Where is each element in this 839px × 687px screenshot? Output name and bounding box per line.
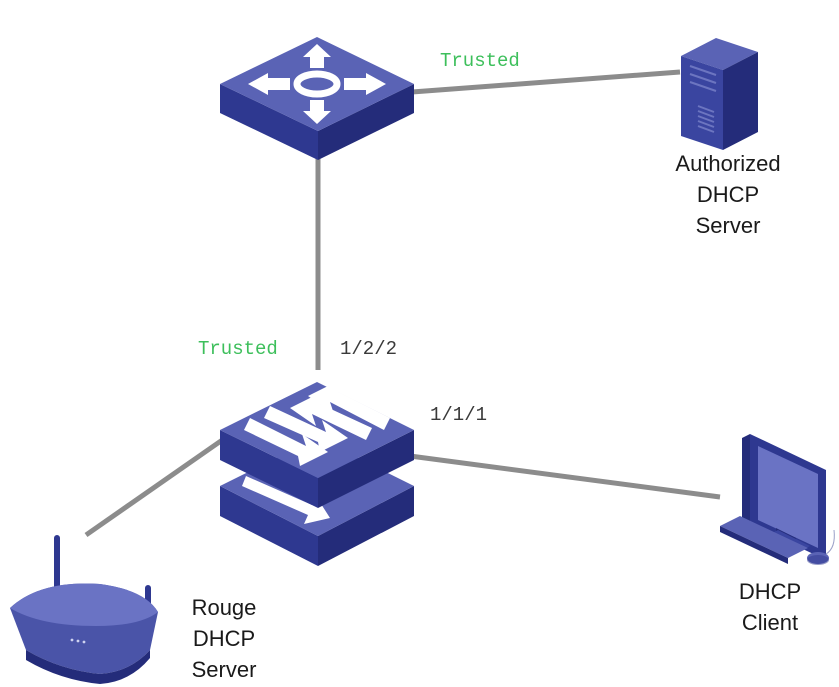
monitor-screen — [758, 446, 818, 548]
rogue-dhcp-server-label: Rouge DHCP Server — [170, 592, 278, 685]
router-left-side — [220, 84, 318, 160]
label-line: Rouge — [191, 595, 257, 620]
monitor-side — [742, 434, 750, 528]
dhcp-client-label: DHCP Client — [720, 576, 820, 638]
trusted-label-router-switch: Trusted — [198, 338, 278, 360]
link-switch-rogue-server — [84, 433, 230, 538]
switch-upper-left — [220, 430, 318, 508]
switch-lower-left — [220, 486, 318, 566]
router-arrows — [248, 44, 386, 124]
switch-upper-right — [318, 430, 414, 508]
label-line: DHCP — [192, 626, 256, 651]
switch-arrows — [244, 382, 390, 466]
port-label-1-1-1: 1/1/1 — [430, 404, 488, 426]
label-line: Server — [695, 213, 761, 238]
desktop-computer-icon — [720, 434, 835, 565]
router-right-side — [318, 84, 414, 160]
label-line: Client — [741, 610, 799, 635]
wireless-router-icon — [10, 535, 158, 684]
trusted-label-router-server: Trusted — [440, 50, 520, 72]
label-line: DHCP — [696, 182, 760, 207]
server-side — [723, 52, 758, 150]
server-tower-icon — [681, 38, 758, 150]
label-line: Server — [191, 657, 257, 682]
label-line: DHCP — [738, 579, 802, 604]
link-router-authorized-server — [411, 69, 681, 95]
links — [84, 69, 721, 538]
keyboard — [720, 516, 808, 558]
stacked-switch-icon — [220, 382, 414, 566]
router-top — [220, 37, 414, 131]
port-label-1-2-2: 1/2/2 — [340, 338, 398, 360]
router-icon — [220, 37, 414, 160]
authorized-dhcp-server-label: Authorized DHCP Server — [650, 148, 806, 241]
label-line: Authorized — [675, 151, 781, 176]
link-switch-client — [409, 453, 721, 500]
server-top — [681, 38, 758, 70]
switch-lower-right — [318, 486, 414, 566]
